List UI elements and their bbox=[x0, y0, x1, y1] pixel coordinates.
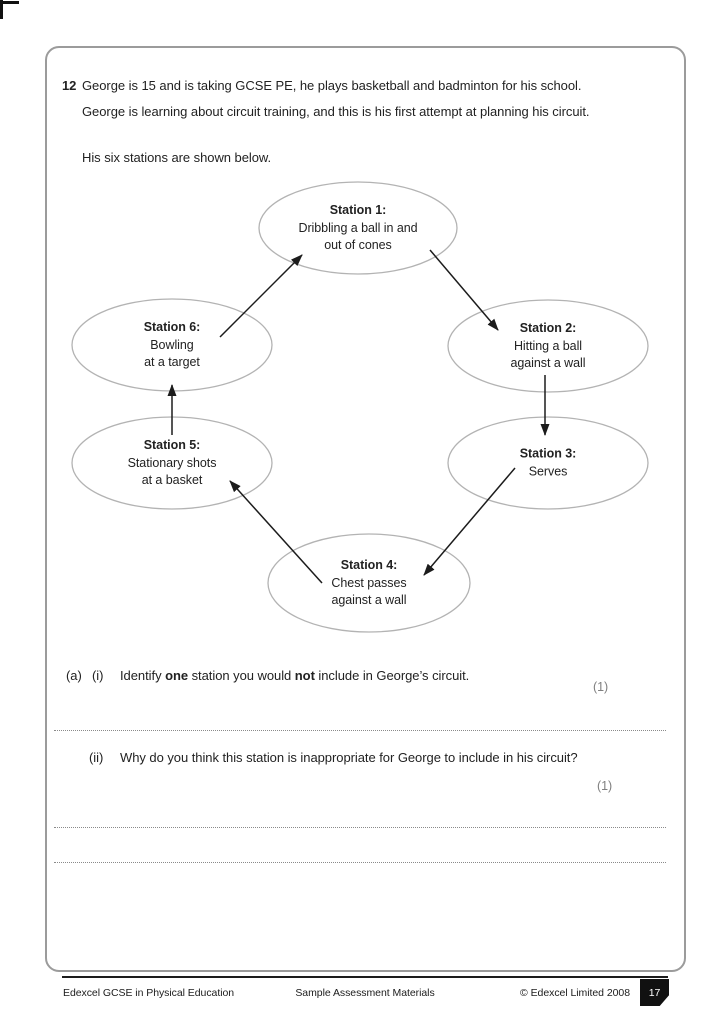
station-1-desc: out of cones bbox=[324, 237, 392, 252]
station-1-title: Station 1: bbox=[329, 202, 387, 217]
station-3-label: Station 3: Serves bbox=[519, 446, 577, 481]
station-1-ellipse bbox=[258, 181, 458, 275]
station-2-desc: against a wall bbox=[510, 355, 586, 370]
station-5-label: Station 5: Stationary shots at a basket bbox=[128, 437, 217, 490]
question-i-segment: include in George’s circuit. bbox=[314, 668, 470, 683]
question-i-segment: Identify bbox=[120, 668, 166, 683]
station-4-desc: Chest passes bbox=[331, 575, 407, 590]
part-a-ii-question: Why do you think this station is inappro… bbox=[120, 750, 578, 765]
part-a-ii-label: (ii) bbox=[89, 750, 104, 765]
part-a-i-question: Identify one station you would not inclu… bbox=[120, 666, 600, 685]
arrow-station3-to-station4 bbox=[423, 467, 516, 576]
question-i-segment: station you would bbox=[188, 668, 295, 683]
circuit-diagram-svg bbox=[71, 181, 649, 633]
arrow-station4-to-station5 bbox=[229, 480, 323, 584]
footer-document-title: Sample Assessment Materials bbox=[295, 987, 435, 999]
footer-copyright: © Edexcel Limited 2008 bbox=[520, 987, 630, 999]
question-number: 12 bbox=[62, 78, 77, 93]
station-2-desc: Hitting a ball bbox=[513, 338, 583, 353]
marks-badge-i: (1) bbox=[593, 680, 609, 694]
station-6-label: Station 6: Bowling at a target bbox=[143, 319, 201, 372]
answer-line bbox=[54, 862, 666, 863]
station-2-title: Station 2: bbox=[519, 320, 577, 335]
station-6-desc: Bowling bbox=[150, 337, 194, 352]
question-intro-line1: George is 15 and is taking GCSE PE, he p… bbox=[82, 78, 582, 93]
footer-qualification: Edexcel GCSE in Physical Education bbox=[63, 987, 235, 999]
station-6-title: Station 6: bbox=[143, 319, 201, 334]
question-intro-para3: His six stations are shown below. bbox=[82, 150, 272, 165]
corner-crop-mark-horizontal bbox=[3, 1, 19, 4]
question-i-segment-bold: not bbox=[294, 668, 315, 683]
station-3-desc: Serves bbox=[528, 464, 568, 478]
station-6-desc: at a target bbox=[144, 354, 200, 369]
station-5-desc: Stationary shots bbox=[127, 455, 217, 470]
station-4-title: Station 4: bbox=[340, 557, 398, 572]
station-3-title: Station 3: bbox=[519, 446, 577, 461]
circuit-diagram: Station 1: Dribbling a ball in and out o… bbox=[50, 170, 670, 642]
station-4-desc: against a wall bbox=[331, 592, 407, 607]
station-4-ellipse bbox=[267, 533, 471, 633]
station-3-ellipse bbox=[447, 416, 649, 510]
station-5-title: Station 5: bbox=[143, 437, 201, 452]
footer-rule bbox=[62, 976, 668, 978]
marks-badge-ii: (1) bbox=[597, 779, 613, 793]
arrow-station6-to-station1 bbox=[219, 254, 303, 338]
station-4-label: Station 4: Chest passes against a wall bbox=[331, 557, 406, 610]
part-a-label: (a) bbox=[66, 668, 82, 683]
question-frame-border bbox=[45, 46, 686, 972]
station-1-label: Station 1: Dribbling a ball in and out o… bbox=[298, 202, 417, 255]
station-1-desc: Dribbling a ball in and bbox=[298, 220, 418, 235]
part-a-i-label: (i) bbox=[92, 668, 104, 683]
station-5-desc: at a basket bbox=[141, 472, 203, 487]
answer-line bbox=[54, 827, 666, 828]
question-intro-para2: George is learning about circuit trainin… bbox=[82, 104, 590, 119]
corner-crop-mark-vertical bbox=[0, 0, 3, 19]
page-number-badge: 17 bbox=[640, 979, 669, 1006]
answer-line bbox=[54, 730, 666, 731]
question-i-segment-bold: one bbox=[165, 668, 189, 683]
station-2-label: Station 2: Hitting a ball against a wall bbox=[510, 320, 585, 373]
arrow-station1-to-station2 bbox=[429, 249, 499, 331]
